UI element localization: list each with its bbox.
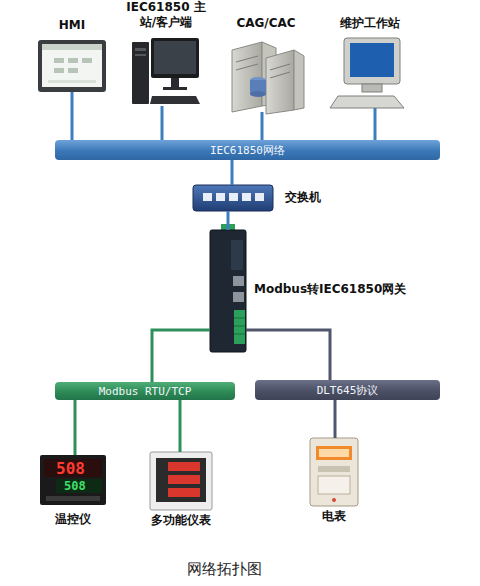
network-link <box>246 330 330 380</box>
node-label: Modbus转IEC61850网关 <box>254 282 406 297</box>
electric-meter <box>310 438 358 506</box>
hmi-panel <box>38 40 106 92</box>
bus-band: DLT645协议 <box>255 380 440 400</box>
figure-caption: 网络拓扑图 <box>0 560 448 579</box>
gateway-node: Modbus转IEC61850网关 <box>210 230 246 352</box>
device-node: IEC61850 主站/客户端 <box>132 36 200 106</box>
node-label: DLT645协议 <box>317 383 379 398</box>
switch-node: 交换机 <box>193 185 273 211</box>
device-node: 多功能仪表 <box>150 452 212 510</box>
network-link <box>71 92 74 140</box>
device-node: 维护工作站 <box>336 38 404 108</box>
device-node: HMI <box>38 40 106 92</box>
node-label: CAG/CAC <box>188 16 344 31</box>
server-pair <box>232 42 304 114</box>
network-link <box>334 400 337 438</box>
multifunction-meter <box>150 452 212 510</box>
bus-band: Modbus RTU/TCP <box>55 382 235 400</box>
node-label: HMI <box>0 18 146 33</box>
network-link <box>227 211 230 230</box>
display-digits: 508 <box>64 479 86 493</box>
display-digits: 508 <box>56 459 85 478</box>
temperature-controller <box>40 455 106 505</box>
gateway-device <box>210 224 246 352</box>
node-label: Modbus RTU/TCP <box>99 384 192 399</box>
network-link <box>374 108 377 140</box>
network-link <box>179 400 182 452</box>
node-label: 温控仪 <box>0 512 146 527</box>
network-link <box>261 112 264 140</box>
network-link <box>74 400 77 455</box>
network-band: IEC61850网络 <box>55 140 440 160</box>
maintenance-workstation <box>330 38 404 108</box>
network-link <box>161 106 164 140</box>
desktop-pc <box>132 38 200 104</box>
device-node: 电表 <box>310 438 358 506</box>
network-switch <box>193 185 273 211</box>
node-label: IEC61850网络 <box>210 143 285 158</box>
node-label: 交换机 <box>285 190 321 205</box>
node-label: 维护工作站 <box>296 16 444 31</box>
node-label: 电表 <box>270 509 398 524</box>
network-link <box>231 160 234 185</box>
node-label: IEC61850 主站/客户端 <box>121 0 211 30</box>
node-label: 多功能仪表 <box>110 513 252 528</box>
network-link <box>152 330 210 382</box>
device-node: CAG/CAC <box>228 38 304 112</box>
